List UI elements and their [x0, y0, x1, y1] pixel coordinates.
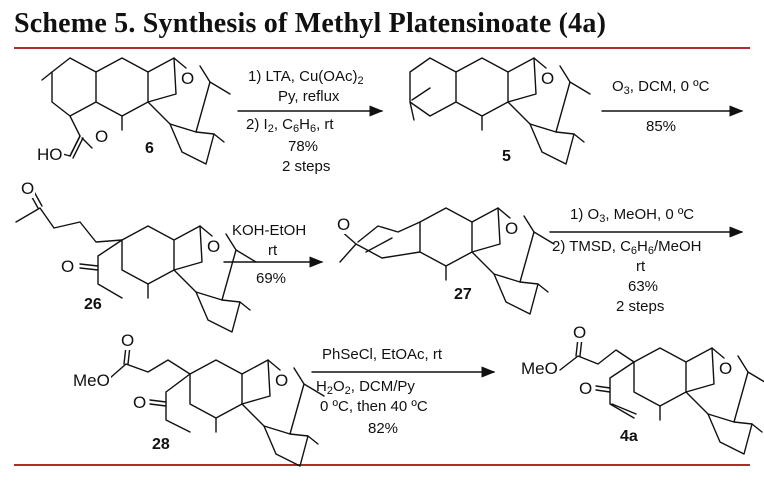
step2-line1: O3, DCM, 0 ºC [612, 78, 710, 97]
step1-line3: 2) I2, C6H6, rt [246, 116, 334, 135]
atom-o-ester-4a: O [572, 323, 588, 342]
step2-yield: 85% [646, 118, 677, 135]
structure-26 [15, 187, 257, 333]
structure-5 [409, 57, 591, 165]
step4-steps: 2 steps [616, 298, 665, 315]
step3-line2: rt [268, 242, 278, 259]
step1-line2: Py, reflux [278, 88, 340, 105]
atom-ho-6: HO [36, 145, 64, 164]
atom-o-ether-5: O [540, 69, 556, 88]
step3-line1: KOH-EtOH [232, 222, 307, 239]
atom-o-ester-28: O [120, 331, 136, 350]
atom-o-enone-26: O [60, 257, 76, 276]
scheme-title: Scheme 5. Synthesis of Methyl Platensino… [14, 8, 607, 39]
atom-o-ether-27: O [504, 219, 520, 238]
atom-o-enone-28: O [132, 393, 148, 412]
compound-label-26: 26 [84, 296, 102, 313]
bottom-rule [14, 464, 750, 466]
step4-line2: 2) TMSD, C6H6/MeOH [552, 238, 702, 257]
step5-line1: PhSeCl, EtOAc, rt [322, 346, 443, 363]
top-rule [14, 47, 750, 49]
step5-yield: 82% [368, 420, 399, 437]
atom-o-ketone-27: O [336, 215, 352, 234]
step1-steps: 2 steps [282, 158, 331, 175]
step4-line1: 1) O3, MeOH, 0 ºC [570, 206, 695, 225]
step4-yield: 63% [628, 278, 659, 295]
step3-yield: 69% [256, 270, 287, 287]
atom-o-ether-6: O [180, 69, 196, 88]
compound-label-4a: 4a [620, 428, 638, 445]
atom-meo-28: MeO [72, 371, 111, 390]
compound-label-6: 6 [145, 140, 154, 157]
compound-label-5: 5 [502, 148, 511, 165]
atom-o-enone-4a: O [578, 379, 594, 398]
step5-line3: 0 ºC, then 40 ºC [320, 398, 428, 415]
compound-label-28: 28 [152, 436, 170, 453]
atom-o-ether-26: O [206, 237, 222, 256]
step4-line3: rt [636, 258, 646, 275]
step1-line1: 1) LTA, Cu(OAc)2 [248, 68, 364, 87]
step5-line2: H2O2, DCM/Py [316, 378, 415, 397]
structure-6 [41, 57, 231, 165]
compound-label-27: 27 [454, 286, 472, 303]
atom-o-ether-28: O [274, 371, 290, 390]
atom-o-ether-4a: O [718, 359, 734, 378]
step1-yield: 78% [288, 138, 319, 155]
atom-o-ketone-26: O [20, 179, 36, 198]
atom-o-6: O [94, 127, 110, 146]
structure-27 [339, 207, 555, 315]
atom-meo-4a: MeO [520, 359, 559, 378]
